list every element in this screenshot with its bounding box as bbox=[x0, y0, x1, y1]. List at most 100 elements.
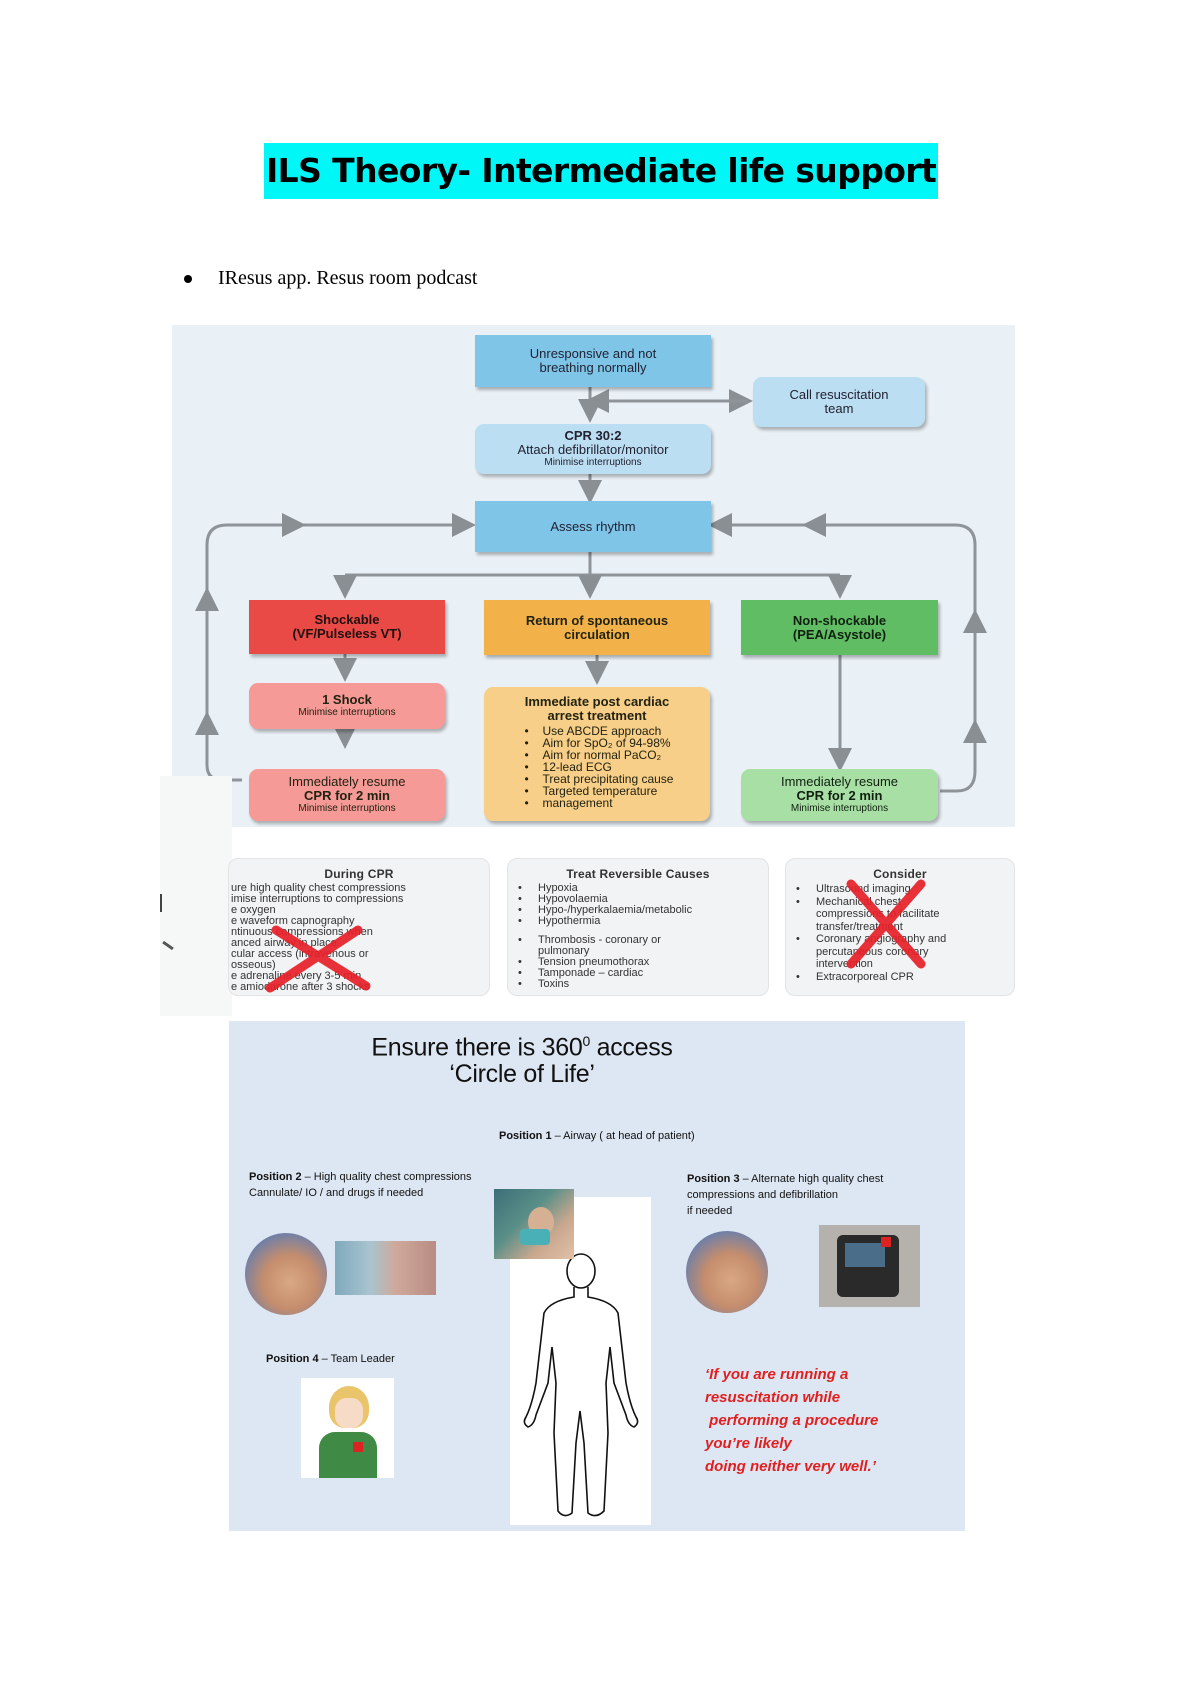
consider-item: Extracorporeal CPR bbox=[786, 971, 1014, 984]
crop-artifact bbox=[160, 894, 162, 912]
secondary-boxes: During CPR ure high quality chest compre… bbox=[228, 858, 1015, 996]
face-shape bbox=[335, 1398, 363, 1428]
resuscitation-quote: ‘If you are running a resuscitation whil… bbox=[705, 1363, 878, 1478]
pos1-text: – Airway ( at head of patient) bbox=[551, 1130, 695, 1142]
body-outline-icon bbox=[523, 1253, 639, 1517]
reversible-causes-box: Treat Reversible Causes Hypoxia Hypovola… bbox=[507, 858, 769, 996]
crop-artifact bbox=[162, 940, 174, 951]
reversible-causes-title: Treat Reversible Causes bbox=[566, 867, 710, 881]
post-arrest-item-cont: management bbox=[521, 797, 674, 809]
call-team-line1: Call resuscitation bbox=[789, 387, 889, 402]
resume-left-line1: Immediately resume bbox=[288, 774, 406, 789]
pos4-text: – Team Leader bbox=[318, 1353, 395, 1365]
reversible-cause-item: Hypo-/hyperkalaemia/metabolic bbox=[508, 905, 768, 917]
consider-item-cont: percutaneous coronary bbox=[816, 945, 929, 958]
during-cpr-box: During CPR ure high quality chest compre… bbox=[228, 858, 490, 996]
bullet-dot bbox=[184, 275, 192, 283]
shockable-box: Shockable (VF/Pulseless VT) bbox=[249, 600, 445, 654]
pos1-label: Position 1 bbox=[499, 1130, 552, 1142]
shockable-line2: (VF/Pulseless VT) bbox=[292, 626, 402, 641]
one-shock-box: 1 Shock Minimise interruptions bbox=[249, 683, 445, 729]
rosc-line2: circulation bbox=[564, 626, 630, 642]
pos2-text: – High quality chest compressions bbox=[301, 1171, 472, 1183]
during-cpr-item: imise interruptions to compressions bbox=[231, 893, 404, 905]
pos3-text: – Alternate high quality chest bbox=[739, 1173, 884, 1185]
airway-photo bbox=[494, 1189, 574, 1259]
resume-right-line2: CPR for 2 min bbox=[796, 788, 883, 803]
post-arrest-title1: Immediate post cardiac bbox=[524, 694, 670, 709]
position-3-label: Position 3 – Alternate high quality ches… bbox=[687, 1171, 883, 1219]
nonshockable-line1: Non-shockable bbox=[792, 612, 887, 628]
cpr-line2: Attach defibrillator/monitor bbox=[517, 442, 669, 457]
unresponsive-box: Unresponsive and not breathing normally bbox=[475, 335, 711, 387]
chest-compression-photo bbox=[245, 1233, 327, 1315]
unresponsive-line1: Unresponsive and not bbox=[529, 346, 657, 361]
one-shock-line2: Minimise interruptions bbox=[298, 707, 396, 718]
pos4-label: Position 4 bbox=[266, 1353, 319, 1365]
circle-title-line1: Ensure there is 3600 access bbox=[229, 1025, 815, 1063]
pos3-line3: if needed bbox=[687, 1205, 733, 1217]
alternate-compression-photo bbox=[686, 1231, 768, 1313]
resume-right-line3: Minimise interruptions bbox=[790, 803, 889, 814]
call-team-box: Call resuscitation team bbox=[753, 377, 925, 427]
quote-line: you’re likely bbox=[705, 1435, 792, 1452]
shockable-line1: Shockable bbox=[314, 612, 380, 627]
quote-line: doing neither very well.’ bbox=[705, 1458, 876, 1475]
unresponsive-line2: breathing normally bbox=[539, 360, 647, 375]
during-cpr-item: ure high quality chest compressions bbox=[231, 882, 406, 894]
during-cpr-title: During CPR bbox=[324, 867, 394, 881]
circle-title-line2: ‘Circle of Life’ bbox=[449, 1060, 595, 1088]
circle-title-end: access bbox=[589, 1033, 673, 1062]
rosc-line1: Return of spontaneous bbox=[525, 612, 669, 628]
resume-left-line3: Minimise interruptions bbox=[298, 803, 396, 814]
pos3-line2: compressions and defibrillation bbox=[687, 1189, 839, 1201]
scrubs-shape bbox=[319, 1432, 377, 1478]
during-cpr-item: e amiodarone after 3 shocks bbox=[231, 981, 370, 993]
document-title: ILS Theory- Intermediate life support bbox=[264, 143, 939, 199]
resume-left-line2: CPR for 2 min bbox=[304, 788, 390, 803]
reversible-cause-item: Thrombosis - coronary or bbox=[508, 935, 768, 947]
airway-device bbox=[520, 1229, 550, 1245]
reversible-cause-item: Toxins bbox=[508, 979, 768, 991]
during-cpr-item: e waveform capnography bbox=[231, 915, 355, 927]
reversible-cause-item: Hypovolaemia bbox=[508, 894, 768, 906]
consider-item: Mechanical chest bbox=[786, 896, 1014, 909]
one-shock-line1: 1 Shock bbox=[322, 692, 372, 707]
call-team-line2: team bbox=[824, 401, 854, 416]
rosc-box: Return of spontaneous circulation bbox=[484, 600, 710, 655]
post-arrest-title2: arrest treatment bbox=[547, 708, 647, 723]
consider-item-cont: intervention bbox=[816, 958, 873, 970]
post-arrest-list: Use ABCDE approach Aim for SpO₂ of 94-98… bbox=[521, 725, 674, 809]
consider-box: Consider Ultrasound imaging Mechanical c… bbox=[785, 858, 1015, 996]
team-leader-image bbox=[301, 1378, 394, 1478]
post-arrest-item: Treat precipitating cause bbox=[521, 773, 674, 785]
pos2-line2: Cannulate/ IO / and drugs if needed bbox=[249, 1187, 424, 1199]
post-arrest-item: 12-lead ECG bbox=[521, 761, 674, 773]
reversible-cause-item: Hypothermia bbox=[508, 916, 768, 928]
during-cpr-item: osseous) bbox=[231, 959, 276, 971]
consider-item: Coronary angiography and bbox=[786, 933, 1014, 946]
quote-line: ‘If you are running a bbox=[705, 1366, 849, 1383]
pos2-label: Position 2 bbox=[249, 1171, 302, 1183]
resume-cpr-right-box: Immediately resume CPR for 2 min Minimis… bbox=[741, 769, 938, 821]
post-arrest-item: Use ABCDE approach bbox=[521, 725, 674, 737]
assess-rhythm-text: Assess rhythm bbox=[550, 518, 636, 534]
cpr-line3: Minimise interruptions bbox=[544, 457, 642, 468]
als-flowchart: Unresponsive and not breathing normally … bbox=[172, 325, 1015, 827]
consider-item-cont: compressions to facilitate bbox=[816, 908, 940, 920]
post-arrest-item: Aim for SpO₂ of 94-98% bbox=[521, 737, 674, 749]
bullet-text: IResus app. Resus room podcast bbox=[218, 267, 478, 289]
circle-title-sup: 0 bbox=[582, 1033, 590, 1049]
reversible-cause-item: Hypoxia bbox=[508, 883, 768, 895]
defibrillator-button bbox=[881, 1237, 891, 1247]
nonshockable-box: Non-shockable (PEA/Asystole) bbox=[741, 600, 938, 655]
assess-rhythm-box: Assess rhythm bbox=[475, 501, 711, 552]
reversible-cause-item: Tamponade – cardiac bbox=[508, 968, 768, 980]
resume-cpr-left-box: Immediately resume CPR for 2 min Minimis… bbox=[249, 769, 445, 821]
circle-title-text: Ensure there is 360 bbox=[371, 1033, 583, 1062]
post-arrest-box: Immediate post cardiac arrest treatment … bbox=[484, 687, 710, 821]
defibrillator-screen bbox=[845, 1243, 885, 1267]
quote-line: resuscitation while bbox=[705, 1389, 841, 1406]
post-arrest-item: Targeted temperature bbox=[521, 785, 674, 797]
defibrillator-photo bbox=[819, 1225, 920, 1307]
